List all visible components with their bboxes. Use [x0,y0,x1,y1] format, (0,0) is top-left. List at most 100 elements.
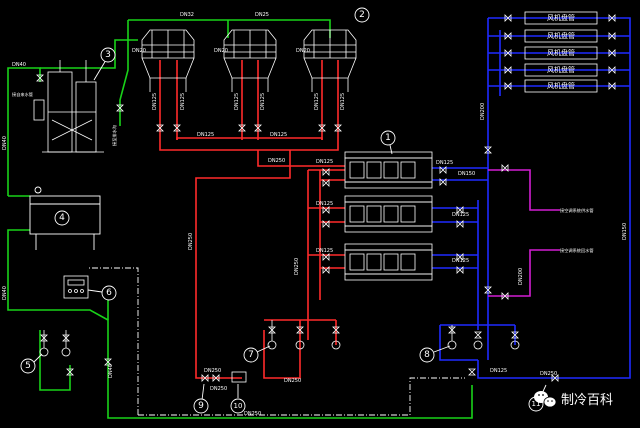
pipe-label: DN125 [234,93,240,110]
fan-coil-label: 风机盘管 [547,81,575,90]
note-drain: 接至排水沟 [111,125,118,146]
pipe-label: DN250 [268,158,285,164]
valve-icon [212,374,220,382]
pipe-label: DN125 [452,258,469,264]
chiller-units [344,151,433,281]
valve-icon [504,14,512,22]
valve-icon [201,374,209,382]
pipe-label: DN32 [180,12,194,18]
cooling-tower-2 [223,29,277,92]
pipe-label: DN200 [480,103,486,120]
pipe-label: DN20 [132,48,146,54]
valve-icon [332,326,340,334]
svg-text:2: 2 [359,10,365,20]
valve-icon [501,292,509,300]
chilled-water-pipes [432,17,631,379]
callout-1: 1 [380,130,396,155]
valve-icon [504,32,512,40]
pipe-label: DN125 [270,132,287,138]
pipe-label: DN40 [2,286,8,300]
valve-icon [608,14,616,22]
fan-coil-label: 风机盘管 [547,31,575,40]
valve-icon [62,334,70,342]
watermark-text: 制冷百科 [561,393,613,408]
valve-icon [456,220,464,228]
svg-text:4: 4 [59,213,65,223]
note-city-water: 接自来水管 [12,91,33,98]
svg-text:7: 7 [248,350,254,360]
valve-icon [322,266,330,274]
pipe-label: DN250 [294,258,300,275]
svg-text:11: 11 [532,400,541,408]
condenser-water-pipes [159,60,345,379]
svg-text:10: 10 [234,402,243,410]
pipe-label: DN40 [2,136,8,150]
pipe-label: DN250 [244,411,261,417]
valve-icon [296,326,304,334]
pipe-label: DN125 [490,368,507,374]
valve-icon [468,368,476,376]
pipe-label: DN125 [316,159,333,165]
valve-icon [322,168,330,176]
valve-icon [456,266,464,274]
pipe-label: DN125 [316,201,333,207]
fan-coil-unit: 风机盘管 [524,29,598,43]
notes: 接空调系统供水管 接空调系统回水管 接自来水管 接至排水沟 [12,91,594,254]
pipe-label: DN40 [108,364,114,378]
svg-text:8: 8 [424,350,430,360]
pipe-label: DN250 [210,386,227,392]
pipe-label: DN125 [180,93,186,110]
cooling-tower-1 [141,29,195,92]
pipe-label: DN20 [296,48,310,54]
valve-icon [608,49,616,57]
valve-icon [66,368,74,376]
fan-coil-unit: 风机盘管 [524,46,598,60]
valve-icon [484,146,492,154]
svg-text:9: 9 [198,401,204,411]
callout-8: 8 [419,345,451,363]
watermark: 制冷百科 [534,391,613,408]
valve-icon [322,206,330,214]
pipe-label: DN125 [340,93,346,110]
callout-6: 6 [87,285,117,301]
svg-text:5: 5 [25,361,31,371]
valve-icon [608,66,616,74]
valve-icon [504,49,512,57]
cooling-tower-3 [303,29,357,92]
valve-icon [439,178,447,186]
callout-4: 4 [54,210,70,226]
valve-icon [268,326,276,334]
valve-icon [474,331,482,339]
pipe-label: DN125 [436,160,453,166]
valve-icon [504,82,512,90]
pipe-size-labels: DN20 DN32 DN25 DN20 DN20 DN40 DN40 DN40 … [2,12,628,417]
valve-icon [322,253,330,261]
note-supply: 接空调系统供水管 [560,207,594,214]
makeup-water-tank [29,186,101,250]
pipe-label: DN150 [458,171,475,177]
valve-icon [40,334,48,342]
pipe-label: DN125 [452,212,469,218]
water-filter [231,371,247,383]
valve-icon [36,74,44,82]
callout-7: 7 [243,345,271,363]
valve-icon [334,124,342,132]
svg-text:1: 1 [385,133,391,143]
svg-text:3: 3 [105,50,111,60]
control-panel [63,275,89,299]
valve-icon [156,124,164,132]
valve-symbols [36,14,616,382]
makeup-water-pipes [7,19,473,419]
pipe-label: DN250 [188,233,194,250]
callout-2: 2 [354,7,370,23]
system-branch-pipes [488,169,560,297]
wechat-icon [534,391,557,408]
pipe-label: DN125 [316,248,333,254]
valve-icon [318,124,326,132]
pipe-label: DN150 [622,223,628,240]
pipe-label: DN125 [152,93,158,110]
valve-icon [504,66,512,74]
callout-3: 3 [93,47,116,81]
fan-coil-unit: 风机盘管 [524,79,598,93]
